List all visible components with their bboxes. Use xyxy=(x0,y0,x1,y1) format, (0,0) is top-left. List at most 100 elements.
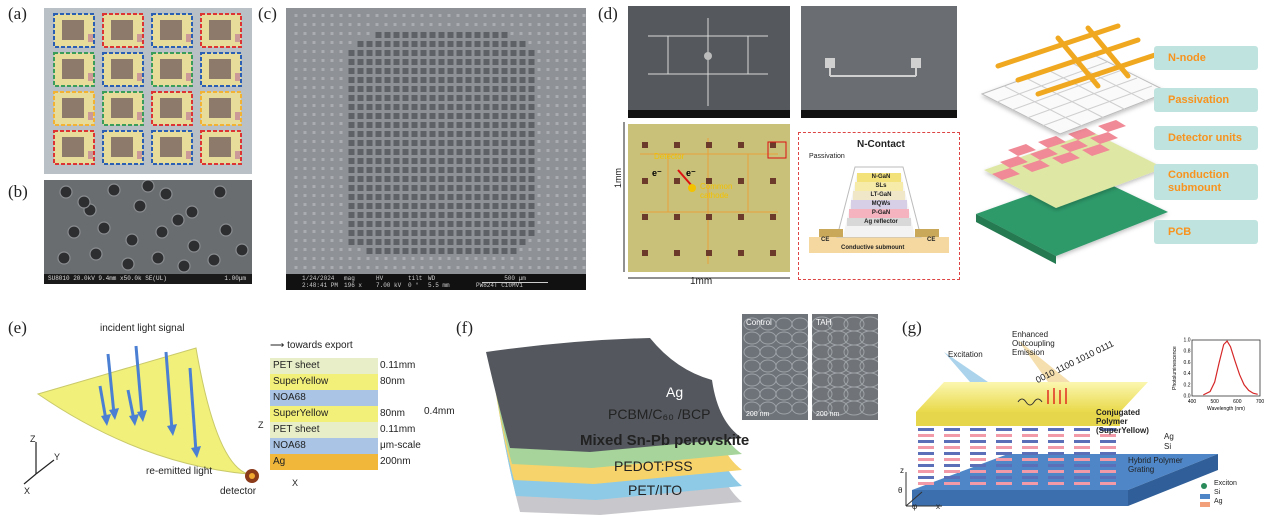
excitation-label: Excitation xyxy=(948,350,983,359)
stack-axis-z: Z xyxy=(258,420,264,430)
panel-g-label: (g) xyxy=(902,318,922,337)
e-stack-layer: SuperYellow xyxy=(270,374,378,390)
inset-stack-layer: N-GaN xyxy=(871,174,891,180)
towards-export-label: towards export xyxy=(287,340,353,351)
layer-callout-conduction: Conduction submount xyxy=(1154,164,1258,200)
panel-c-wd-value: 5.5 mm xyxy=(428,282,450,289)
arrow-right-icon: ⟶ xyxy=(270,340,285,351)
inset-stack-layer: SLs xyxy=(875,183,887,189)
panel-b-footer: SU8010 20.0kV 9.4mm x50.0k SE(UL) 1.00μm xyxy=(44,274,252,284)
layer-callout-detector-units: Detector units xyxy=(1154,126,1258,150)
panel-a-label: (a) xyxy=(8,4,27,23)
e-stack-thickness: 0.11mm xyxy=(380,360,416,371)
f-control-scale: 200 nm xyxy=(746,411,770,418)
towards-export: ⟶ towards export xyxy=(270,340,353,351)
panel-c-label: (c) xyxy=(258,4,277,23)
electrode-sem-2 xyxy=(801,58,957,118)
pl-y-tick: 0.4 xyxy=(1184,371,1191,377)
e-axis-y: Y xyxy=(54,452,61,462)
layer-label-passivation: Passivation xyxy=(1168,94,1230,106)
inset-stack-layer: P-GaN xyxy=(871,210,891,216)
n-contact-label: N-Contact xyxy=(857,139,905,150)
legend-ag: Ag xyxy=(1214,498,1223,505)
d-axis-lines xyxy=(623,122,790,279)
layer-pedot: PEDOT:PSS xyxy=(614,458,693,474)
inset-stack-layer: Ag reflector xyxy=(864,219,898,225)
g-ag-label: Ag xyxy=(1164,432,1174,441)
passivation-inset-label: Passivation xyxy=(809,153,845,160)
reemitted-light-label: re-emitted light xyxy=(146,466,213,477)
g-axis-theta: θ xyxy=(898,486,903,495)
layer-label-detector-units: Detector units xyxy=(1168,132,1242,144)
e-stack-layer: PET sheet xyxy=(270,422,378,438)
pl-y-tick: 0.0 xyxy=(1184,394,1191,400)
f-sem-control: Control 200 nm xyxy=(742,314,808,420)
panel-c-sem: 1/24/2024 2:48:41 PM mag 196 x HV 7.00 k… xyxy=(286,8,586,290)
e-stack-thickness xyxy=(380,390,430,406)
e-axis-z: Z xyxy=(30,434,36,444)
exploded-layers-svg xyxy=(976,23,1170,264)
panel-c-date: 1/24/2024 xyxy=(302,275,335,282)
layer-label-n-node: N-node xyxy=(1168,52,1206,64)
e-axis-x: X xyxy=(24,486,31,496)
panel-e-wedge xyxy=(23,345,259,485)
e-stack-thickness: μm-scale xyxy=(380,440,421,451)
f-control-title: Control xyxy=(746,318,772,327)
layer-label-pcb: PCB xyxy=(1168,226,1192,238)
panel-g-device xyxy=(905,340,1218,507)
e-stack-thickness: 80nm xyxy=(380,408,406,419)
ce-left-label: CE xyxy=(821,237,830,243)
layer-callout-pcb: PCB xyxy=(1154,220,1258,244)
panel-d-sem-1 xyxy=(628,6,790,118)
e-stack-layer: SuperYellow xyxy=(270,406,378,422)
panel-c-footer: 1/24/2024 2:48:41 PM mag 196 x HV 7.00 k… xyxy=(286,274,586,290)
panel-c-tilt-value: 0 ° xyxy=(408,282,419,289)
pl-x-tick: 500 xyxy=(1210,399,1219,405)
g-si-label: Si xyxy=(1164,442,1172,451)
panel-c-scale: 500 μm xyxy=(482,275,548,283)
panel-f-layer-stack xyxy=(486,338,742,515)
e-stack-layer: Ag xyxy=(270,454,378,470)
e-stack-layer: NOA68 xyxy=(270,438,378,454)
e-stack-layer: NOA68 xyxy=(270,390,378,406)
electron-label-1: e⁻ xyxy=(652,168,662,178)
g-axis-x: x xyxy=(936,502,940,511)
pl-y-tick: 0.6 xyxy=(1184,360,1191,366)
panel-c-hv-label: HV xyxy=(376,275,384,282)
hexagonal-array-sem xyxy=(294,14,586,269)
panel-d-sem-2 xyxy=(801,6,957,118)
layer-ag: Ag xyxy=(666,384,684,400)
electron-label-2: e⁻ xyxy=(686,168,696,178)
pl-x-tick: 700 xyxy=(1256,399,1265,405)
pl-x-label: Wavelength (nm) xyxy=(1207,406,1245,412)
panel-c-time: 2:48:41 PM xyxy=(302,282,339,289)
panel-b-footer-text: SU8010 20.0kV 9.4mm x50.0k SE(UL) xyxy=(48,275,167,282)
inset-stack-layer: LT-GaN xyxy=(870,192,892,198)
enhanced-emission-label: Enhanced Outcoupling Emission xyxy=(1012,330,1055,357)
legend-exciton: Exciton xyxy=(1214,480,1237,487)
polymer-label: Conjugated Polymer (SuperYellow) xyxy=(1096,408,1149,435)
pl-y-label: Photoluminescence xyxy=(1172,346,1178,390)
total-thickness: 0.4mm xyxy=(424,406,455,417)
d-axis-horizontal: 1mm xyxy=(690,276,713,287)
panel-d-label: (d) xyxy=(598,4,618,23)
pl-y-tick: 1.0 xyxy=(1184,338,1191,344)
g-axis-z: z xyxy=(900,466,904,475)
led-array-photo xyxy=(53,13,242,165)
pl-x-tick: 600 xyxy=(1233,399,1242,405)
panel-b-scale: 1.00μm xyxy=(224,275,246,282)
panel-c-wd-label: WD xyxy=(428,275,436,282)
inset-stack-layer: MQWs xyxy=(871,201,891,207)
substrate-label: Conductive submount xyxy=(841,245,905,251)
panel-b-label: (b) xyxy=(8,182,28,201)
e-stack-layer: PET sheet xyxy=(270,358,378,374)
panel-d-exploded-view: N-node Passivation Detector units Conduc… xyxy=(968,6,1264,286)
detector-e-label: detector xyxy=(220,486,257,497)
layer-pcbm: PCBM/C₆₀ /BCP xyxy=(608,406,711,422)
